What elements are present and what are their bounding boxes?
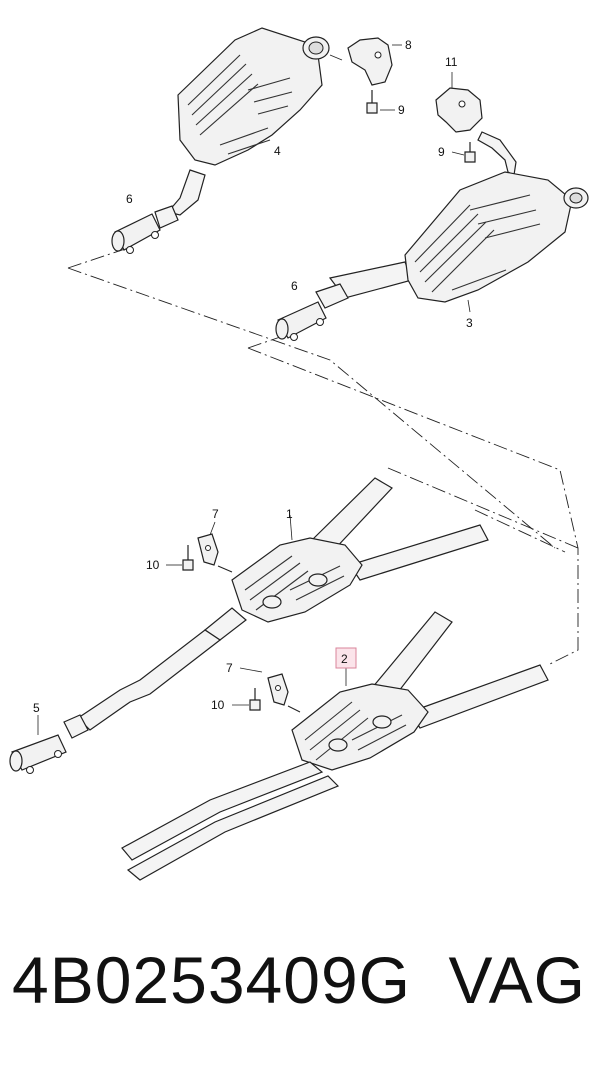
exhaust-system-diagram: 1 2 3 4 5 6 6 7 7 8 9 9 10 10 11: [9, 27, 589, 881]
callout-4: 4: [274, 144, 281, 158]
callout-2: 2: [341, 652, 348, 666]
callout-6-lower: 6: [291, 279, 298, 293]
callout-9-upper: 9: [398, 103, 405, 117]
rear-silencer-left: [154, 27, 343, 229]
bolt-9-upper: [366, 90, 395, 114]
callout-6-upper: 6: [126, 192, 133, 206]
pipe-clamp-6-lower: [275, 301, 327, 341]
centre-silencer-1: [63, 477, 489, 739]
callout-1: 1: [286, 507, 293, 521]
clamp-7-lower: [239, 667, 301, 713]
bolt-10-lower: [232, 688, 261, 711]
callout-7-lower: 7: [226, 661, 233, 675]
assembly-guide-lines: [67, 247, 579, 666]
clamp-7-upper: [197, 521, 233, 573]
callout-7-upper: 7: [212, 507, 219, 521]
pipe-clamp-6-upper: [111, 213, 161, 254]
mounting-bracket-11: [435, 72, 517, 176]
callout-3: 3: [466, 316, 473, 330]
brand-label: VAG: [448, 943, 586, 1017]
callout-9-lower: 9: [438, 145, 445, 159]
pipe-clamp-5: [9, 715, 67, 774]
callout-8: 8: [405, 38, 412, 52]
callout-2-highlight: [335, 647, 357, 669]
bolt-10-upper: [166, 545, 194, 571]
mounting-bracket-8: [347, 37, 402, 86]
centre-silencer-2: [121, 611, 549, 881]
callout-11: 11: [445, 55, 458, 69]
callout-10-lower: 10: [211, 698, 225, 712]
callout-10-upper: 10: [146, 558, 160, 572]
part-number: 4B0253409G: [12, 943, 412, 1017]
callout-5: 5: [33, 701, 40, 715]
bolt-9-lower: [451, 142, 476, 163]
rear-silencer-right: [315, 171, 589, 313]
